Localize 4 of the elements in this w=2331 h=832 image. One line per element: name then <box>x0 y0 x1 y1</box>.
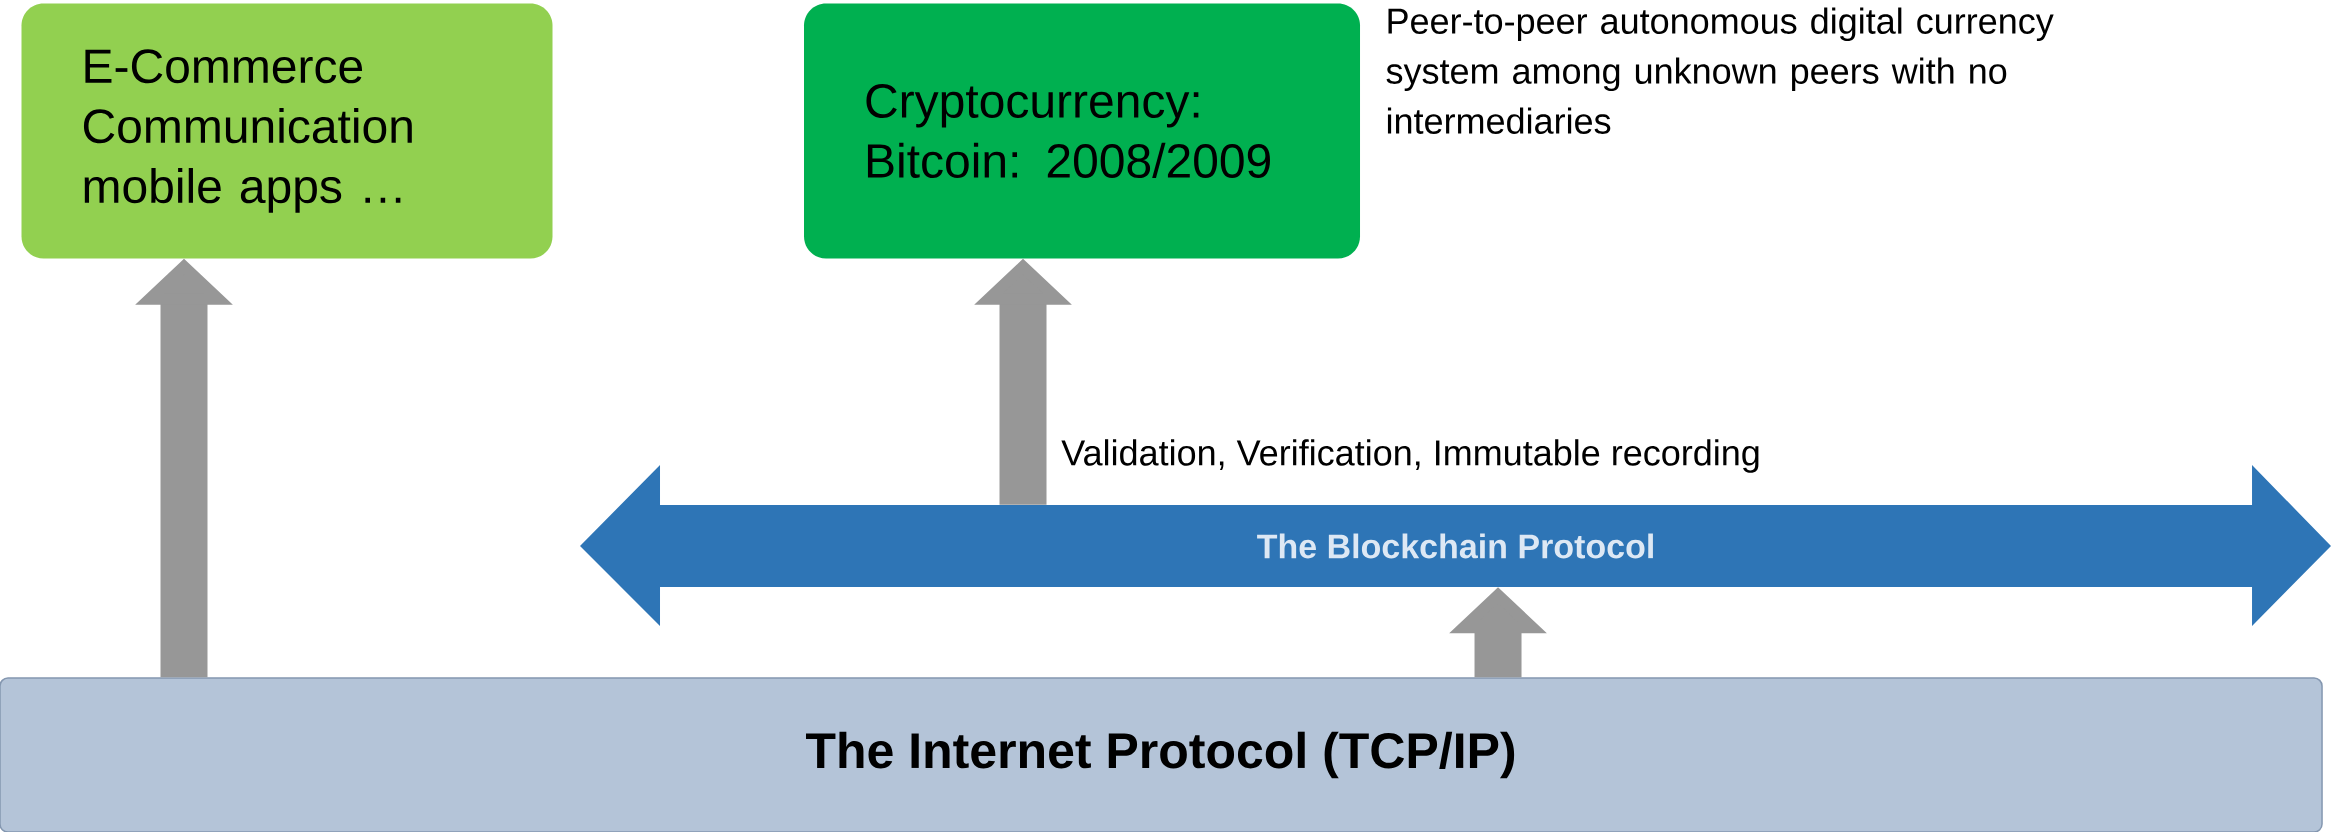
cryptocurrency-box: Cryptocurrency: Bitcoin: 2008/2009 <box>804 3 1360 259</box>
description-text: Peer-to-peer autonomous digital currency system among unknown peers with no intermediaries <box>1386 7 2054 134</box>
app-box: E-Commerce Communication mobile apps … <box>21 3 553 259</box>
protocol-band: The Internet Protocol (TCP/IP) <box>0 677 2323 832</box>
